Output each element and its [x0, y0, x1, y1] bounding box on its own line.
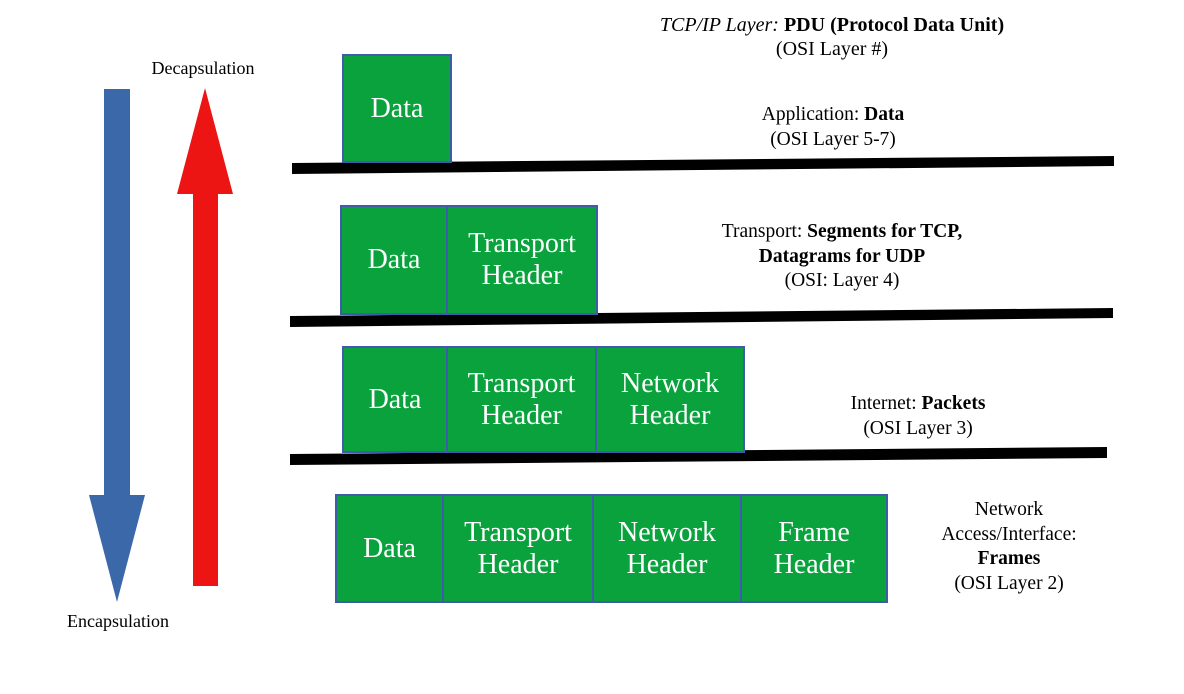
label-network-access-line-3: Frames — [889, 547, 1129, 572]
box-data: Data — [342, 54, 452, 163]
label-internet-line-1: Internet: Packets — [768, 392, 1068, 417]
network-access-osi-layer: (OSI Layer 2) — [954, 572, 1064, 594]
pdu-row-transport: Data Transport Header — [340, 205, 598, 315]
pdu-row-internet: Data Transport Header Network Header — [342, 346, 745, 453]
internet-pdu-name: Packets — [921, 393, 986, 414]
network-access-pdu-name: Frames — [977, 548, 1041, 569]
title-line-1: TCP/IP Layer: PDU (Protocol Data Unit) — [582, 14, 1082, 38]
diagram-title: TCP/IP Layer: PDU (Protocol Data Unit) (… — [582, 14, 1082, 61]
encapsulation-arrow-shaft — [104, 89, 130, 499]
transport-pdu-name-2: Datagrams for UDP — [758, 245, 926, 267]
label-transport: Transport: Segments for TCP, Datagrams f… — [672, 220, 1012, 294]
label-internet: Internet: Packets (OSI Layer 3) — [768, 392, 1068, 441]
label-transport-line-1: Transport: Segments for TCP, — [672, 220, 1012, 245]
label-transport-line-2: Datagrams for UDP — [672, 245, 1012, 270]
internet-layer-name: Internet: — [850, 393, 922, 414]
encapsulation-label: Encapsulation — [67, 611, 169, 631]
network-access-layer-name-2: Access/Interface: — [941, 523, 1077, 545]
decapsulation-arrow — [177, 88, 233, 586]
box-frame-header: Frame Header — [740, 494, 888, 603]
label-application: Application: Data (OSI Layer 5-7) — [683, 103, 983, 152]
separator-bar-2 — [290, 308, 1113, 327]
box-data: Data — [340, 205, 448, 315]
internet-osi-layer: (OSI Layer 3) — [863, 417, 973, 439]
pdu-row-network-access: Data Transport Header Network Header Fra… — [335, 494, 888, 603]
encapsulation-arrow-head — [89, 495, 145, 602]
network-access-layer-name-1: Network — [974, 499, 1044, 520]
application-pdu-name: Data — [864, 104, 905, 125]
separator-bar-3 — [290, 447, 1107, 465]
pdu-label: PDU (Protocol Data Unit) — [783, 14, 1005, 36]
title-line-2: (OSI Layer #) — [775, 37, 889, 60]
box-transport-header: Transport Header — [446, 205, 598, 315]
separator-bar-1 — [292, 156, 1114, 174]
tcpip-layer-label: TCP/IP Layer: — [659, 14, 784, 36]
transport-osi-layer: (OSI: Layer 4) — [784, 270, 900, 291]
box-network-header: Network Header — [595, 346, 745, 453]
box-transport-header: Transport Header — [446, 346, 597, 453]
transport-layer-name: Transport: — [721, 221, 808, 242]
transport-pdu-name-1: Segments for TCP, — [807, 221, 963, 242]
encapsulation-arrow — [89, 89, 145, 602]
decapsulation-arrow-shaft — [193, 190, 218, 586]
decapsulation-arrow-head — [177, 88, 233, 194]
box-transport-header: Transport Header — [442, 494, 594, 603]
box-network-header: Network Header — [592, 494, 742, 603]
application-osi-layer: (OSI Layer 5-7) — [770, 128, 896, 150]
label-application-line-1: Application: Data — [683, 103, 983, 128]
box-data: Data — [335, 494, 444, 603]
label-network-access: Network Access/Interface: Frames (OSI La… — [889, 498, 1129, 596]
decapsulation-label: Decapsulation — [151, 58, 255, 78]
box-data: Data — [342, 346, 448, 453]
pdu-row-application: Data — [342, 54, 452, 163]
application-layer-name: Application: — [761, 104, 865, 125]
